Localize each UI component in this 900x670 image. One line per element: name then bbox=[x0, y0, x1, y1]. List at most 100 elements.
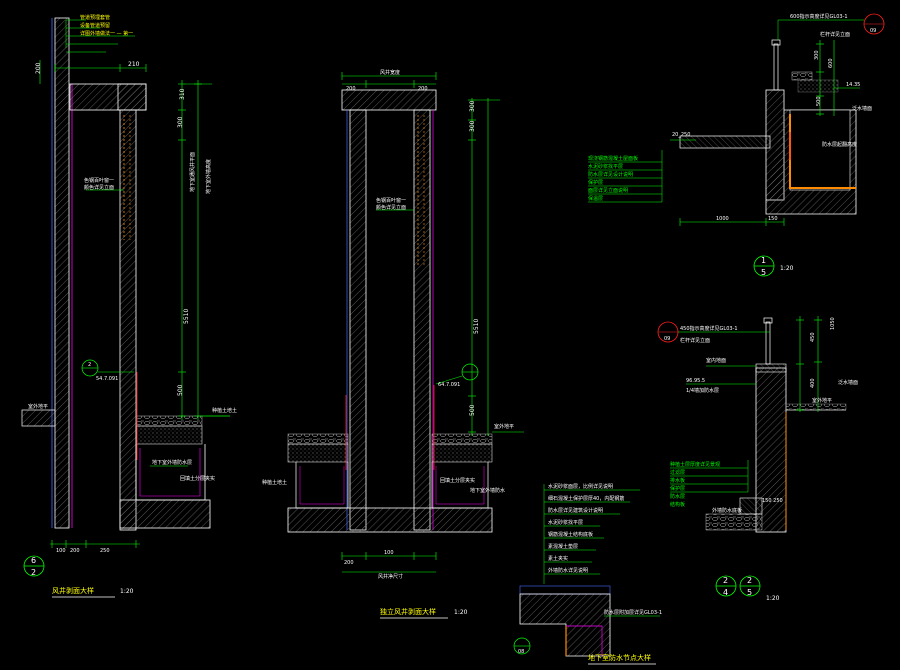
section-b-soil-1: 种植土培土 bbox=[262, 479, 287, 486]
detail-2-rail bbox=[765, 321, 771, 365]
section-b-inner-note-2: 颜色详见立面 bbox=[376, 204, 406, 211]
detail-2-top-slab bbox=[755, 363, 787, 373]
detail-3-side-note: 防水层附加层详见GL03-1 bbox=[604, 609, 662, 616]
detail-2-left-2: 96.95.5 bbox=[686, 378, 705, 384]
detail-1: 600指示高度详见GL03-1 栏杆详见立面 09 300 600 500 14… bbox=[588, 13, 885, 277]
detail-2-base bbox=[705, 513, 763, 531]
section-a-dim-r-4: 500 bbox=[177, 384, 184, 396]
section-a-soil bbox=[135, 425, 203, 445]
detail-2-bubble-bottom: 09 bbox=[664, 336, 670, 342]
detail-2-layer-2: 过滤层 bbox=[670, 469, 685, 476]
section-b-soil-3: 地下室外墙防水 bbox=[470, 487, 505, 494]
detail-2-marker-b-bottom: 5 bbox=[747, 588, 752, 597]
detail-3-layer-2: 细石混凝土保护层厚40，内配钢筋 bbox=[548, 495, 624, 502]
detail-3-layer-leaders bbox=[543, 484, 640, 584]
section-b-dim-top-1: 风井宽度 bbox=[380, 69, 400, 76]
section-b-elev: 64.7.091 bbox=[438, 382, 460, 388]
section-b-dim-b-2: 100 bbox=[384, 550, 394, 556]
detail-1-right-dims bbox=[816, 40, 860, 116]
section-a: 200 210 管道预埋套管 设备管道预留 详图外墙做法一 — 第一 310 3… bbox=[21, 14, 237, 598]
section-b-right-dims bbox=[468, 98, 500, 436]
detail-1-dim-b-2: 150 bbox=[768, 216, 778, 222]
section-b-dim-r-2: 300 bbox=[469, 120, 476, 132]
detail-1-bottom-dims bbox=[679, 218, 785, 226]
section-b-dim-top-3: 200 bbox=[418, 86, 428, 92]
detail-2-layer-1: 种植土层厚度详见景观 bbox=[670, 461, 720, 468]
detail-3-layer-7: 素土夹实 bbox=[548, 555, 568, 562]
section-a-vertical-label-1: 地下室通风井平面 bbox=[189, 152, 196, 192]
detail-1-scale: 1:20 bbox=[780, 265, 794, 272]
detail-2-dim-r-3: 400 bbox=[810, 378, 816, 388]
section-b-inner-note-1: 色钢百叶窗一 bbox=[376, 197, 406, 204]
section-b-top-dims bbox=[341, 72, 437, 88]
section-a-dim-b-1: 100 bbox=[56, 548, 66, 554]
section-a-soil-label-1: 地下室外墙防水层 bbox=[152, 459, 192, 466]
detail-1-layer-1: 现浇钢筋混凝土屋面板 bbox=[588, 155, 638, 162]
detail-3-layer-1: 水泥砂浆面层，比例详见说明 bbox=[548, 483, 613, 490]
detail-1-dim-r-3: 500 bbox=[816, 96, 822, 106]
section-b-soil-2: 回填土分层夹实 bbox=[440, 477, 475, 484]
detail-2-bubble-note: 450指示高度详见GL03-1 bbox=[680, 325, 738, 332]
detail-2-marker-a-bottom: 4 bbox=[723, 588, 728, 597]
section-b-right-wall bbox=[413, 109, 431, 531]
detail-1-dim-b-1: 1000 bbox=[716, 216, 729, 222]
detail-2-right-2: 室外地平 bbox=[812, 397, 832, 404]
section-a-vertical-label-2: 地下室外墙高度 bbox=[205, 159, 212, 194]
detail-3: 防水层附加层详见GL03-1 水泥砂浆面层，比例详见说明 细石混凝土保护层厚40… bbox=[513, 483, 662, 665]
section-a-elev: 54.7.091 bbox=[96, 376, 118, 382]
detail-2: 09 450指示高度详见GL03-1 栏杆详见立面 1050 450 400 室… bbox=[657, 316, 858, 602]
section-b-dim-r-3: 5510 bbox=[473, 319, 480, 334]
detail-2-layer-3: 排水板 bbox=[670, 477, 685, 484]
section-a-soil-label-2: 回填土分层夹实 bbox=[180, 475, 215, 482]
section-b-cap bbox=[341, 89, 437, 111]
section-a-leader-2: 设备管道预留 bbox=[80, 22, 110, 29]
detail-3-layer-8: 外墙防水详见说明 bbox=[548, 567, 588, 574]
detail-1-dim-r-2: 600 bbox=[828, 58, 834, 68]
detail-3-bubble-bottom: 08 bbox=[518, 649, 524, 655]
section-a-grade-left: 室外地平 bbox=[28, 403, 48, 410]
detail-2-layer-6: 结构板 bbox=[670, 501, 685, 508]
detail-2-dim-r-2: 450 bbox=[810, 332, 816, 342]
section-b-grade: 室外地平 bbox=[494, 423, 514, 430]
detail-1-layer-5: 面层详见立面说明 bbox=[588, 187, 628, 194]
section-b-dim-r-1: 300 bbox=[469, 100, 476, 112]
detail-2-scale: 1:20 bbox=[766, 595, 780, 602]
detail-1-rail bbox=[773, 43, 779, 91]
detail-3-water-surface bbox=[519, 585, 611, 595]
section-b-bottom-dims bbox=[341, 552, 437, 573]
section-b-left-soil bbox=[287, 443, 349, 463]
section-b-base bbox=[287, 507, 493, 533]
section-a-marker-bottom: 2 bbox=[31, 568, 36, 577]
detail-2-layer-leaders bbox=[670, 460, 749, 493]
section-a-inner-note-1: 色钢百叶窗一 bbox=[84, 177, 114, 184]
detail-2-bottom-note: 外墙防水底板 bbox=[712, 507, 742, 514]
detail-1-layer-3: 防水层详见设计说明 bbox=[588, 171, 633, 178]
section-a-marker-top: 6 bbox=[31, 556, 36, 565]
section-a-dim-r-2: 300 bbox=[177, 116, 184, 128]
detail-3-layer-4: 水泥砂浆找平层 bbox=[548, 519, 583, 526]
section-a-dim-top-1: 200 bbox=[35, 62, 42, 74]
detail-1-layer-4: 保护层 bbox=[588, 179, 603, 186]
detail-1-dim-r-1: 300 bbox=[814, 50, 820, 60]
detail-1-layer-leaders bbox=[588, 150, 663, 203]
detail-2-left-3: 1/4墙加防水层 bbox=[686, 387, 719, 394]
detail-1-left-label: 20_250 bbox=[672, 132, 690, 138]
detail-1-layer-2: 水泥砂浆找平层 bbox=[588, 163, 623, 170]
detail-2-layer-4: 保护层 bbox=[670, 485, 685, 492]
section-b-right-soil bbox=[431, 443, 493, 463]
detail-1-right-note: 泛水墙面 bbox=[852, 105, 872, 112]
section-b-left-gravel bbox=[287, 433, 349, 445]
detail-1-layer-6: 保温层 bbox=[588, 195, 603, 202]
detail-1-bubble-bottom: 09 bbox=[870, 28, 876, 34]
section-a-scale: 1:20 bbox=[120, 588, 134, 595]
detail-2-right-1: 泛水墙面 bbox=[838, 379, 858, 386]
section-a-header-leaders bbox=[65, 19, 135, 53]
section-b-dim-r-4: 500 bbox=[469, 404, 476, 416]
section-a-dim-r-1: 310 bbox=[179, 88, 186, 100]
detail-2-bubble-note-2: 栏杆详见立面 bbox=[680, 337, 710, 344]
detail-2-marker-a-top: 2 bbox=[723, 576, 728, 585]
detail-3-caption: 地下室防水节点大样 bbox=[588, 653, 651, 662]
detail-2-dim-r-1: 1050 bbox=[830, 317, 836, 330]
section-a-ledge bbox=[21, 409, 56, 427]
